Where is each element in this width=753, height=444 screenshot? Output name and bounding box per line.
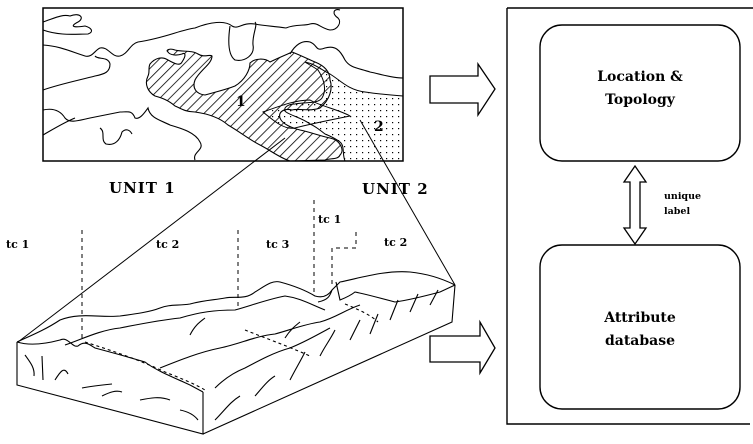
attribute-database-box bbox=[539, 244, 741, 410]
tc-label: tc 1 bbox=[318, 213, 342, 226]
projection-lines bbox=[17, 119, 456, 343]
location-topology-box bbox=[539, 24, 741, 162]
terrain-block-diagram bbox=[16, 271, 456, 435]
map-unit-1-polygon bbox=[145, 48, 343, 162]
location-line: Location & bbox=[597, 69, 683, 85]
attribute-line: Attribute bbox=[604, 310, 676, 326]
double-arrow-icon bbox=[622, 164, 648, 246]
unique-line: unique bbox=[664, 191, 702, 202]
map-label-2: 2 bbox=[374, 119, 384, 135]
tc-label: tc 3 bbox=[266, 238, 290, 251]
topology-line: Topology bbox=[605, 92, 675, 108]
map-unit-2-polygon bbox=[284, 61, 404, 162]
unit-2-label: UNIT 2 bbox=[362, 180, 429, 198]
unit-1-label: UNIT 1 bbox=[109, 179, 176, 197]
tc-dividers bbox=[81, 200, 357, 342]
location-topology-text: Location & Topology bbox=[540, 66, 740, 112]
map-label-1: 1 bbox=[236, 94, 246, 110]
right-arrow-icon bbox=[429, 61, 496, 118]
tc-label: tc 1 bbox=[6, 238, 30, 251]
attribute-database-text: Attribute database bbox=[540, 307, 740, 353]
database-line: database bbox=[604, 333, 676, 349]
unique-label-text: unique label bbox=[664, 189, 710, 219]
database-panel bbox=[506, 7, 753, 425]
tc-label: tc 2 bbox=[384, 236, 408, 249]
tc-label: tc 2 bbox=[156, 238, 180, 251]
label-line: label bbox=[664, 206, 691, 217]
right-arrow-icon bbox=[429, 319, 496, 376]
map-boundaries bbox=[42, 9, 404, 161]
soil-map bbox=[42, 7, 404, 162]
arrows bbox=[429, 61, 648, 376]
